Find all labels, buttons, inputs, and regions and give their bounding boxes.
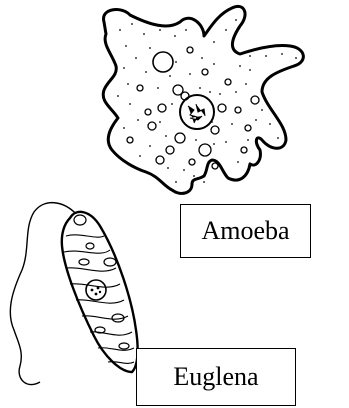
- amoeba-cell-membrane: [103, 6, 303, 193]
- euglena-drawing: [10, 203, 137, 385]
- amoeba-drawing: [103, 6, 303, 193]
- euglena-label: Euglena: [136, 348, 296, 406]
- amoeba-label: Amoeba: [180, 204, 311, 258]
